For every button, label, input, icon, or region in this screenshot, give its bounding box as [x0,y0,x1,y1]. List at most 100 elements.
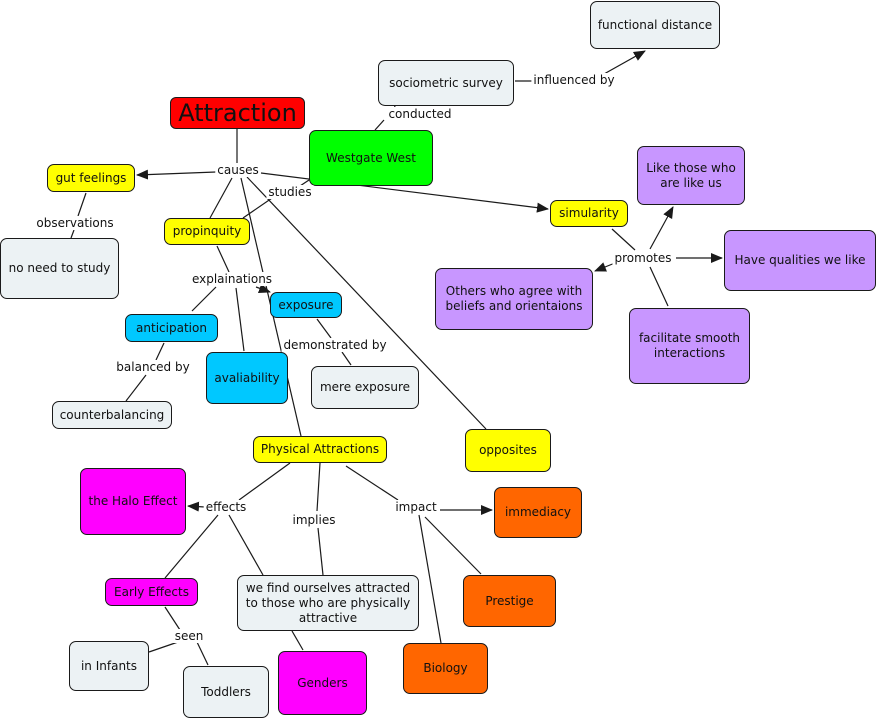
concept-node-sociometric[interactable]: sociometric survey [378,60,514,106]
concept-label: anticipation [136,320,207,335]
concept-node-physical[interactable]: Physical Attractions [253,436,387,463]
line-connector [649,266,669,307]
concept-label: Prestige [485,593,534,608]
line-connector [291,630,304,651]
line-connector [341,351,352,366]
concept-label: sociometric survey [389,75,503,90]
concept-label: Like those who are like us [646,160,736,190]
link-phrase-causes[interactable]: causes [215,163,261,177]
concept-label: exposure [278,297,334,312]
link-phrase-influenced[interactable]: influenced by [531,73,617,87]
concept-label: Attraction [178,99,297,127]
link-phrase-studies[interactable]: studies [266,185,314,199]
concept-label: Biology [423,661,468,675]
concept-node-propinquity[interactable]: propinquity [164,218,250,245]
concept-label: no need to study [8,261,111,275]
concept-node-exposure[interactable]: exposure [270,292,342,318]
concept-node-counterbalancing[interactable]: counterbalancing [52,401,172,429]
concept-label: simularity [559,206,619,220]
line-connector [611,228,636,251]
link-phrase-conducted[interactable]: conducted [386,107,454,121]
line-connector [148,641,179,653]
concept-label: the Halo Effect [88,494,178,508]
concept-node-functional[interactable]: functional distance [590,1,720,49]
concept-node-gut[interactable]: gut feelings [47,164,135,192]
concept-node-noneed[interactable]: no need to study [0,238,119,299]
concept-node-biology[interactable]: Biology [403,643,488,694]
concept-node-anticipation[interactable]: anticipation [125,314,218,342]
line-connector [125,374,147,402]
concept-label: propinquity [172,224,242,238]
arrow-connector [187,501,206,512]
concept-label: Others who agree with beliefs and orient… [445,284,583,313]
concept-label: Genders [297,675,348,690]
link-phrase-implies[interactable]: implies [290,513,338,527]
concept-node-toddlers[interactable]: Toddlers [183,666,269,718]
concept-node-westgate[interactable]: Westgate West [309,130,433,186]
concept-node-wefind[interactable]: we find ourselves attracted to those who… [237,575,419,631]
line-connector [316,462,321,512]
line-connector [246,176,487,430]
line-connector [209,177,233,219]
concept-node-smooth[interactable]: facilitate smooth interactions [629,308,750,384]
line-connector [77,192,87,217]
link-phrase-observations[interactable]: observations [34,216,116,230]
concept-node-simularity[interactable]: simularity [550,200,628,227]
line-connector [155,342,165,361]
concept-label: gut feelings [55,170,127,185]
line-connector [316,318,332,339]
concept-label: opposites [479,443,537,457]
line-connector [191,286,217,312]
concept-node-infants[interactable]: in Infants [69,641,149,691]
line-connector [374,119,385,131]
line-connector [216,245,230,273]
link-phrase-effects[interactable]: effects [203,500,249,514]
line-connector [235,287,245,352]
line-connector [164,514,219,579]
line-connector [418,514,442,644]
line-connector [196,641,209,666]
concept-node-likeus[interactable]: Like those who are like us [637,146,745,205]
concept-label: in Infants [80,658,138,673]
concept-node-agree[interactable]: Others who agree with beliefs and orient… [435,268,593,330]
concept-node-genders[interactable]: Genders [278,651,367,715]
concept-node-qualities[interactable]: Have qualities we like [724,230,876,291]
arrow-connector [594,262,616,272]
link-phrase-balanced[interactable]: balanced by [114,360,192,374]
line-connector [164,606,181,631]
concept-node-attraction[interactable]: Attraction [170,97,305,129]
concept-label: mere exposure [319,380,411,394]
arrow-connector [255,283,271,294]
concept-label: Toddlers [201,684,251,699]
link-phrase-promotes[interactable]: promotes [612,251,674,265]
arrow-connector [649,206,674,250]
concept-label: counterbalancing [59,407,165,422]
concept-node-halo[interactable]: the Halo Effect [80,468,186,535]
line-connector [70,229,75,239]
arrow-connector [260,172,549,213]
concept-label: Early Effects [114,584,189,599]
concept-node-immediacy[interactable]: immediacy [494,487,582,538]
concept-label: Physical Attractions [260,442,380,456]
line-connector [228,514,264,576]
arrow-connector [136,169,217,180]
concept-node-avaliability[interactable]: avaliability [206,352,288,404]
concept-node-opposites[interactable]: opposites [465,429,551,472]
line-connector [242,195,276,219]
line-connector [345,465,399,501]
link-phrase-demonstrated[interactable]: demonstrated by [281,338,389,352]
concept-node-early[interactable]: Early Effects [105,578,198,606]
link-phrase-impact[interactable]: impact [393,500,439,514]
concept-node-prestige[interactable]: Prestige [463,575,556,627]
link-phrase-explainations[interactable]: explainations [189,272,275,286]
concept-label: functional distance [597,17,713,32]
concept-label: Have qualities we like [734,253,866,267]
concept-node-mere[interactable]: mere exposure [311,366,419,409]
link-phrase-seen[interactable]: seen [172,629,206,643]
concept-label: avaliability [214,370,280,385]
concept-label: facilitate smooth interactions [638,331,741,360]
line-connector [238,462,291,501]
concept-label: we find ourselves attracted to those who… [245,580,411,625]
concept-label: immediacy [504,505,572,519]
